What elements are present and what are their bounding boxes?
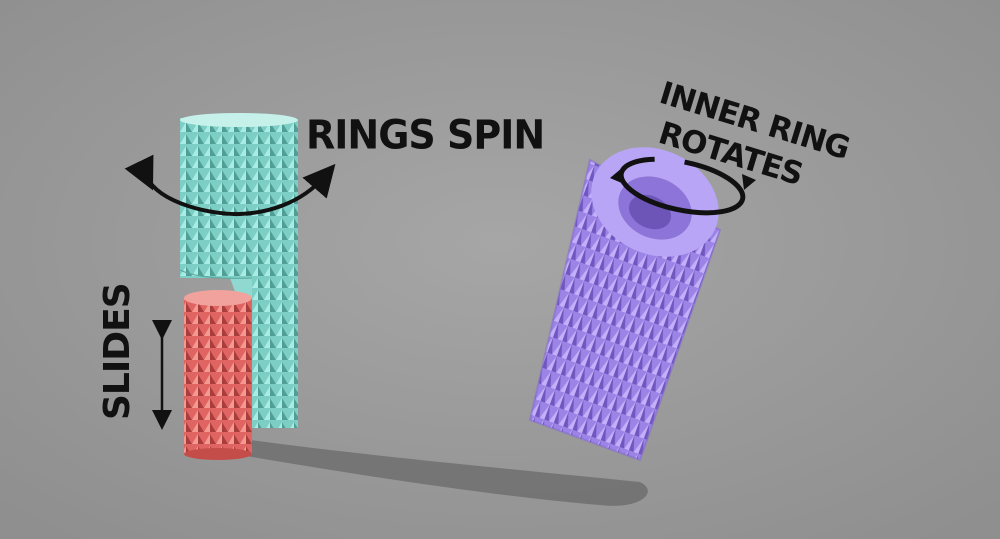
rings-spin-arrow — [124, 154, 336, 217]
rotate-arrowhead-left — [610, 168, 624, 184]
rotate-arrowhead-right — [742, 174, 756, 190]
floor-shadow — [240, 440, 648, 506]
red-spiked-cylinder — [184, 290, 252, 460]
slides-label: SLIDES — [97, 283, 138, 420]
rings-spin-label: RINGS SPIN — [306, 111, 545, 159]
